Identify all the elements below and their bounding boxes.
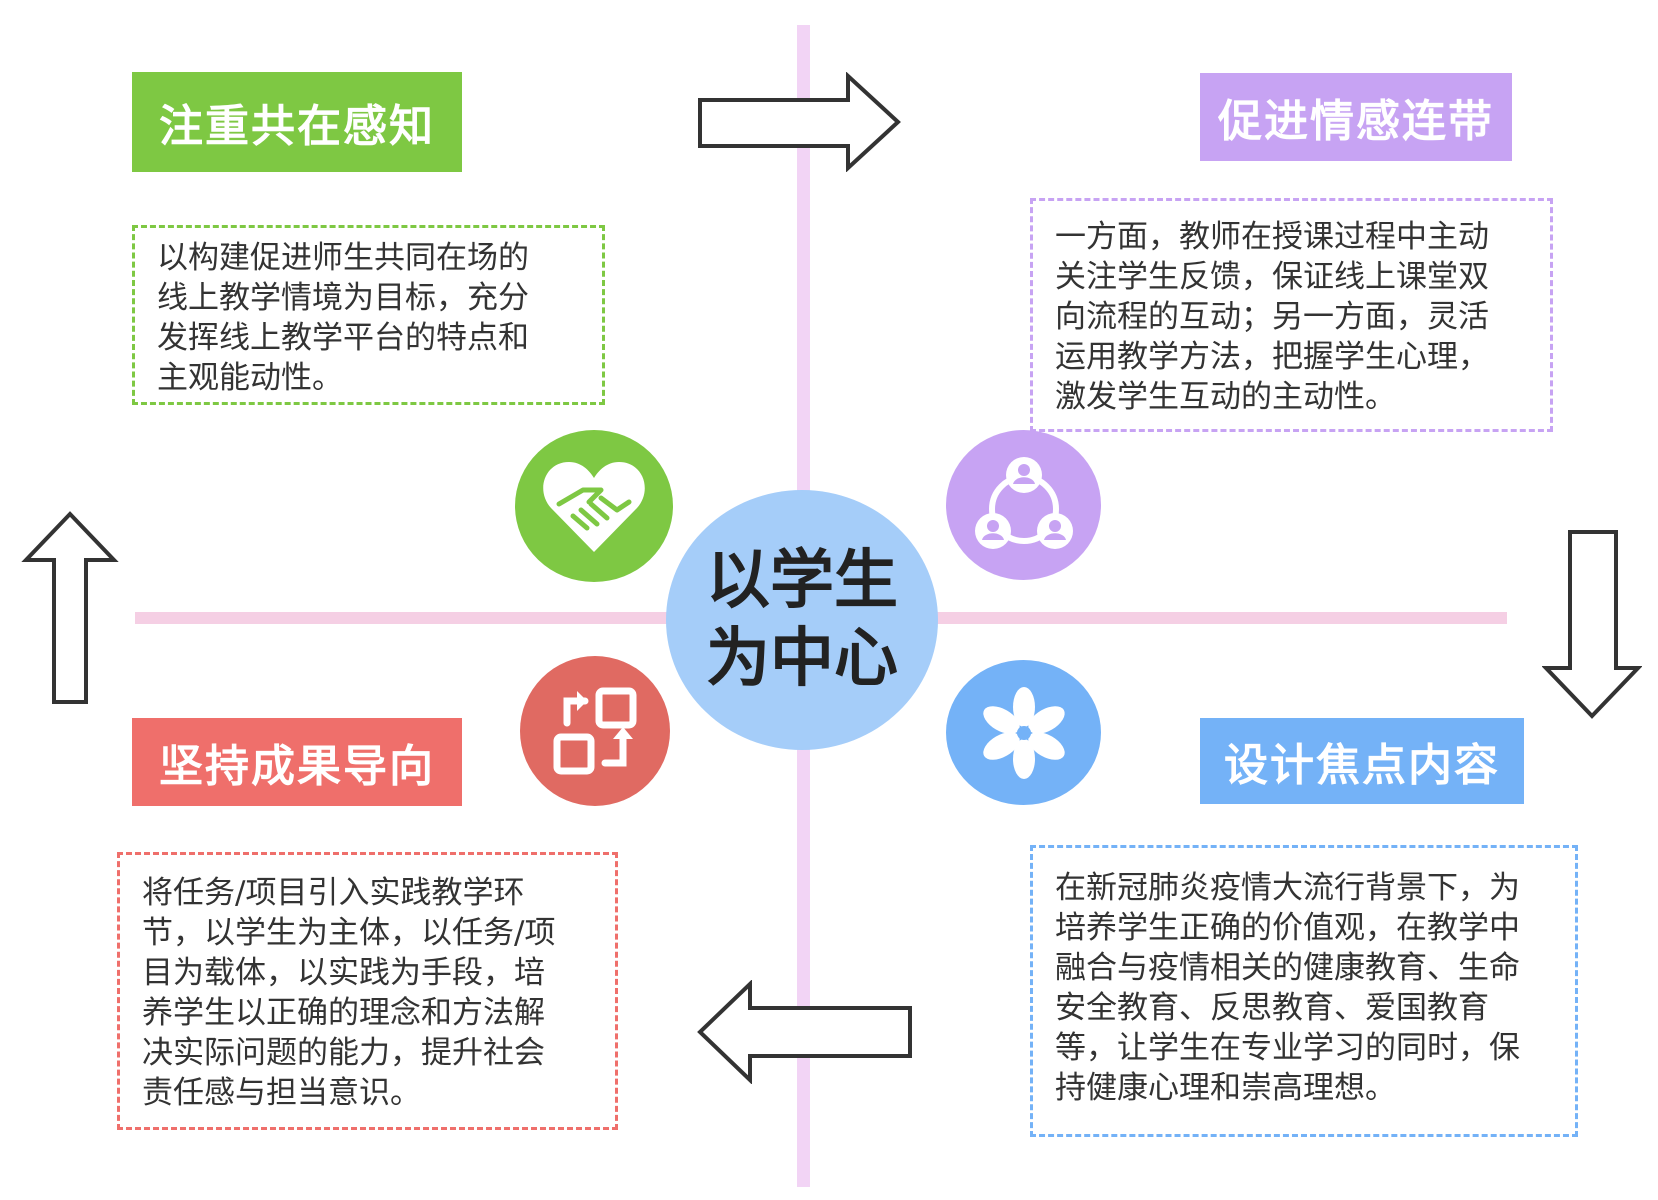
center-circle: 以学生 为中心	[666, 490, 938, 750]
title-bottom-right: 设计焦点内容	[1200, 718, 1524, 804]
flower-icon	[946, 660, 1101, 805]
arrow-down-icon	[1542, 530, 1642, 719]
title-top-right: 促进情感连带	[1200, 73, 1512, 161]
title-top-left: 注重共在感知	[132, 72, 462, 172]
people-network-icon	[946, 430, 1101, 580]
handshake-heart-icon	[515, 430, 673, 582]
arrow-left-icon	[697, 980, 912, 1084]
title-bottom-left: 坚持成果导向	[132, 718, 462, 806]
arrow-right-icon	[698, 72, 901, 172]
text-box-bottom-right: 在新冠肺炎疫情大流行背景下，为 培养学生正确的价值观，在教学中 融合与疫情相关的…	[1030, 845, 1578, 1137]
arrow-up-icon	[21, 511, 119, 704]
text-box-top-left: 以构建促进师生共同在场的 线上教学情境为目标，充分 发挥线上教学平台的特点和 主…	[132, 225, 605, 405]
text-box-top-right: 一方面，教师在授课过程中主动 关注学生反馈，保证线上课堂双 向流程的互动；另一方…	[1030, 198, 1553, 432]
text-box-bottom-left: 将任务/项目引入实践教学环 节，以学生为主体，以任务/项 目为载体，以实践为手段…	[117, 852, 618, 1130]
exchange-squares-icon	[520, 656, 670, 806]
center-line-2: 为中心	[706, 622, 898, 696]
center-line-1: 以学生	[706, 544, 898, 618]
